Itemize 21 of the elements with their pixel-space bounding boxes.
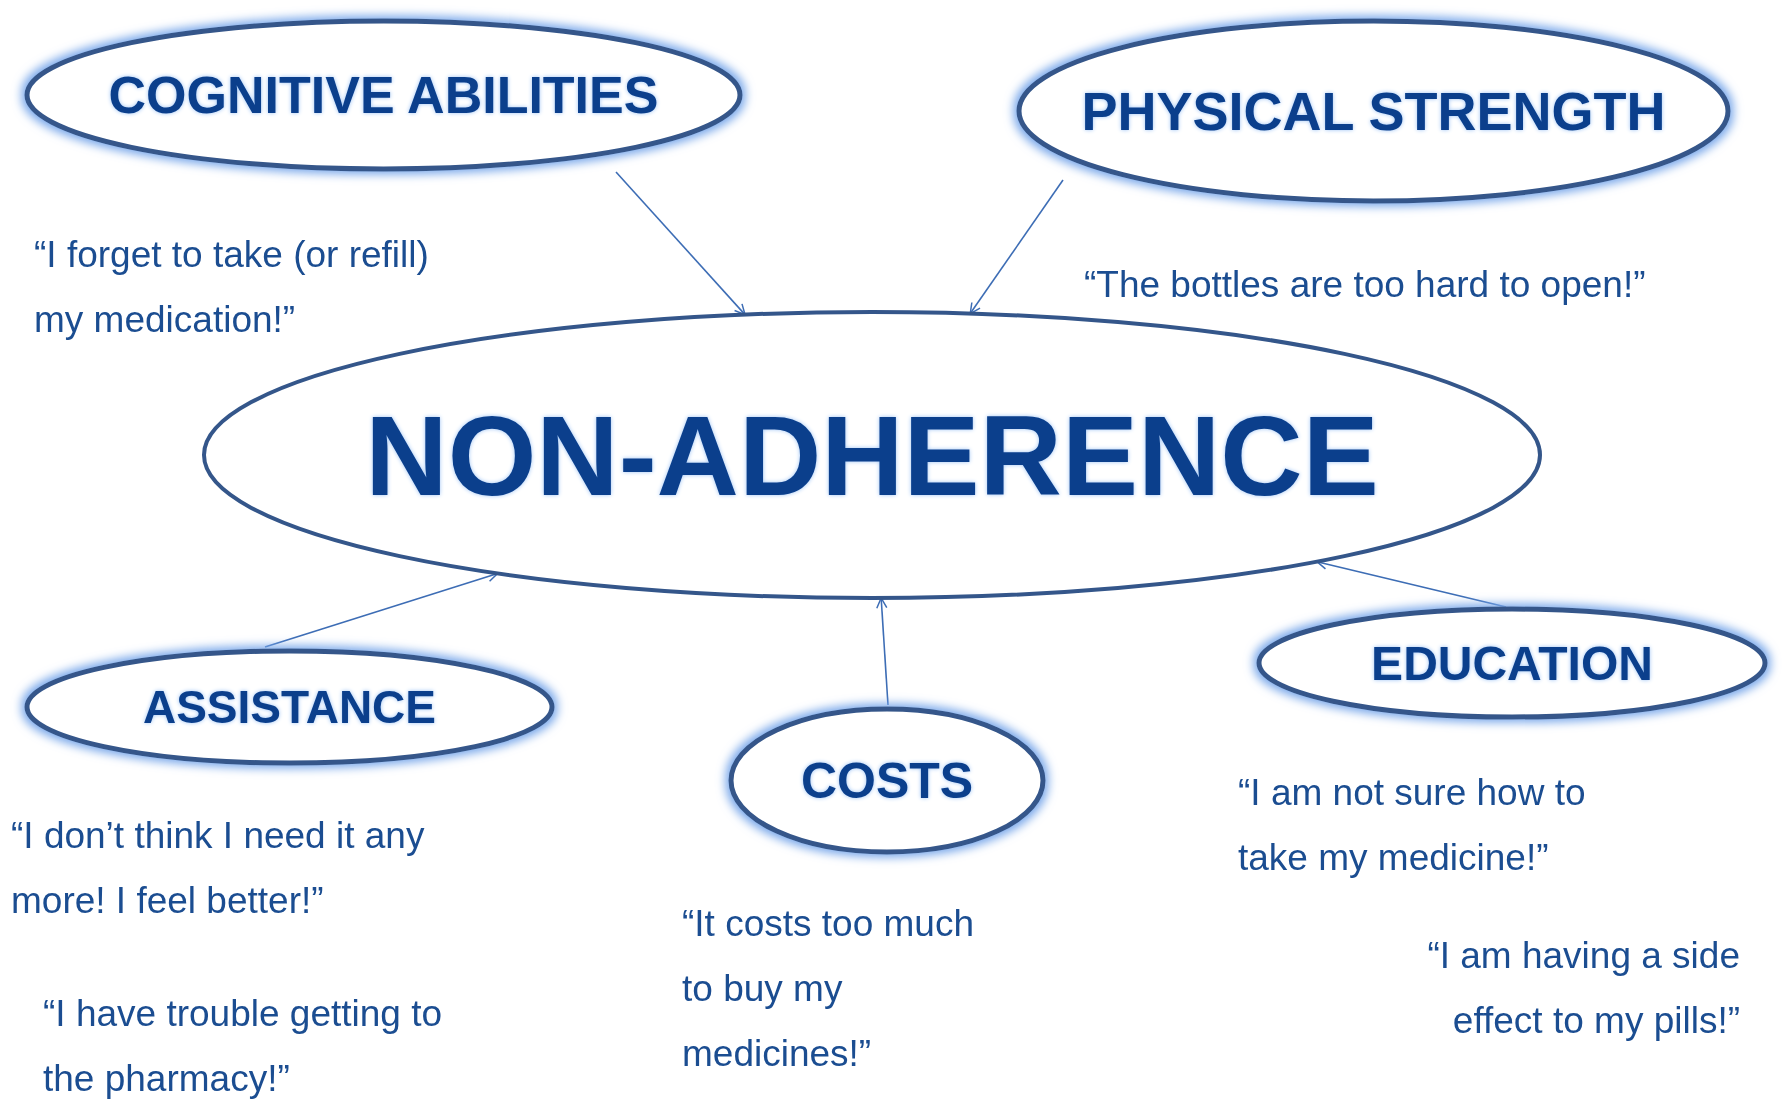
ellipse-label: EDUCATION (1371, 635, 1653, 691)
arrow (969, 179, 1064, 315)
factor-ellipse (23, 647, 556, 767)
factor-ellipse (727, 705, 1047, 856)
quote-text: “I have trouble getting to the pharmacy!” (43, 992, 444, 1101)
quote-text: “The bottles are too hard to open!” (1084, 263, 1647, 307)
arrow (615, 171, 746, 316)
quote-text: “I am not sure how to take my medicine!” (1238, 771, 1587, 880)
factor-ellipse (1015, 17, 1732, 205)
ellipse-label: COSTS (800, 751, 974, 810)
factor-ellipse (23, 17, 744, 173)
ellipse-label: NON-ADHERENCE (365, 390, 1379, 521)
quote-text: “I don’t think I need it any more! I feel better!” (11, 814, 426, 923)
ellipse-label: ASSISTANCE (142, 680, 437, 734)
quote-text: “I forget to take (or refill) my medication!” (34, 233, 430, 342)
quote-text: “I am having a side effect to my pills!” (1426, 934, 1740, 1043)
quote-text: “It costs too much to buy my medicines!” (682, 902, 975, 1076)
factor-ellipse (1255, 605, 1769, 721)
ellipse-label: PHYSICAL STRENGTH (1081, 80, 1666, 142)
ellipse-label: COGNITIVE ABILITIES (108, 65, 659, 125)
arrow (876, 597, 889, 706)
